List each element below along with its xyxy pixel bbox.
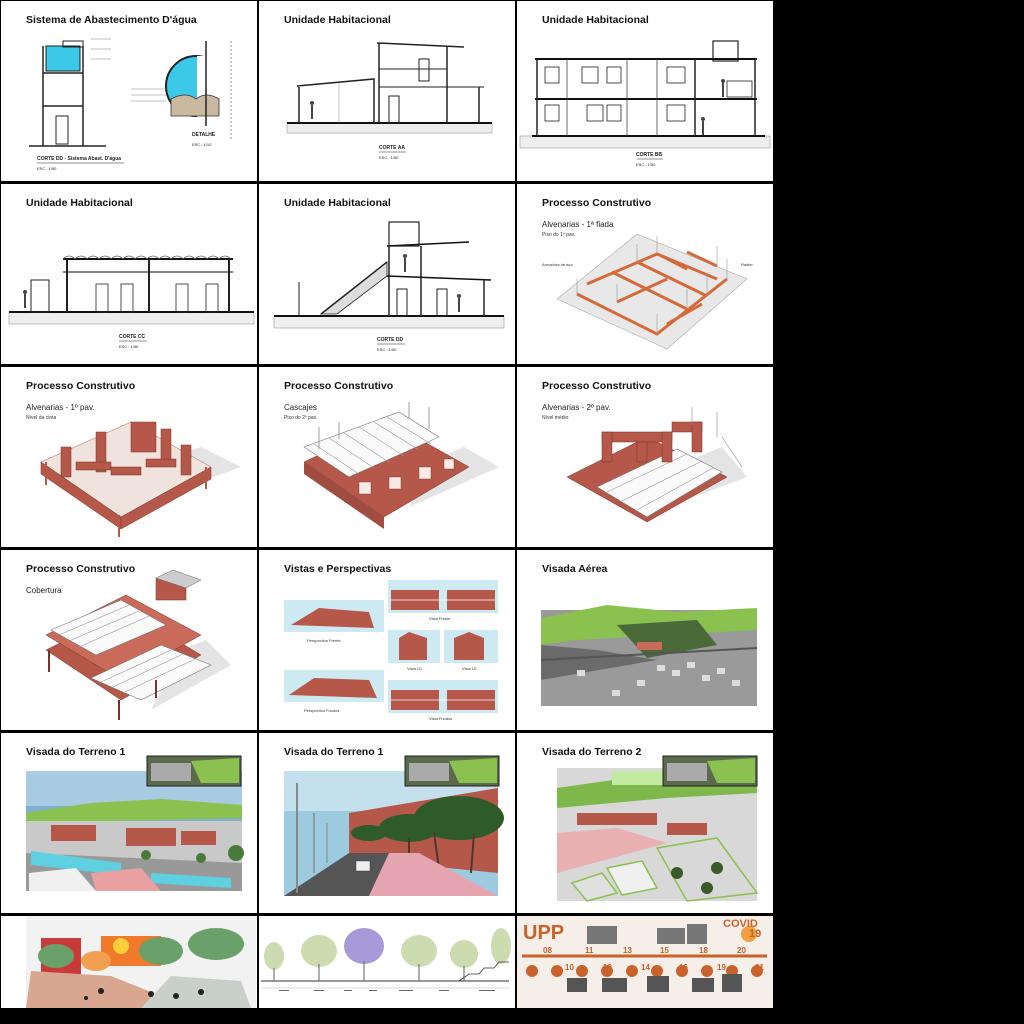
drawing-caption: CORTE CC (119, 334, 146, 340)
drawing-caption: CORTE AA (379, 145, 405, 151)
panel-site-view-1a: Visada do Terreno 1 (1, 733, 257, 913)
timeline-year: 16 (679, 963, 688, 972)
radier-isometric-drawing (556, 233, 748, 350)
rebar-label: Armadura de aço (542, 262, 573, 267)
section-cc-drawing (8, 255, 255, 342)
timeline-year: 18 (699, 946, 708, 955)
timeline-graphic (517, 916, 773, 1008)
panel-note: Nível da cinta (26, 415, 57, 421)
plaza-render (26, 916, 256, 1008)
drawing-caption: CORTE DD - Sistema Abast. D'água (37, 156, 122, 162)
panel-site-view-1b: Visada do Terreno 1 (259, 733, 515, 913)
detail-scale: ESC.: 1/10 (192, 142, 212, 147)
panel-section-bb: Unidade Habitacional CORTE BB ESC.: 1/50 (517, 1, 773, 181)
views-thumbnails (284, 580, 498, 713)
panel-title: Unidade Habitacional (542, 14, 649, 26)
detail-caption: DETALHE (192, 132, 216, 138)
drawing-scale: ESC.: 1/50 (636, 162, 656, 167)
panel-title: Visada do Terreno 1 (284, 746, 384, 758)
panel-plaza-render (1, 916, 257, 1008)
panel-title: Processo Construtivo (542, 197, 652, 209)
panel-title: Processo Construtivo (26, 380, 136, 392)
panel-foundation-first-course: Processo Construtivo Alvenarias - 1ª fia… (517, 184, 773, 364)
view-label: Vista LD (407, 666, 423, 671)
drawing-caption: CORTE DD (377, 337, 404, 343)
panel-timeline-poster: UPP COVID 19 08 10 11 12 13 14 15 16 18 … (517, 916, 773, 1008)
site-render-1b (284, 755, 504, 896)
timeline-year: 08 (543, 946, 552, 955)
radier-label: Radier (741, 262, 753, 267)
view-label: Vista Frente (429, 616, 451, 621)
view-label: Vista LE (462, 666, 477, 671)
timeline-year: 12 (603, 963, 612, 972)
timeline-year: 13 (623, 946, 632, 955)
covid-heading: COVID (723, 918, 758, 930)
panel-section-cc: Unidade Habitacional CORTE CC ESC.: 1/50 (1, 184, 257, 364)
timeline-year: 20 (737, 946, 746, 955)
timeline-year: 15 (660, 946, 669, 955)
panel-title: Unidade Habitacional (284, 14, 391, 26)
drawing-scale: ESC.: 1/50 (379, 155, 399, 160)
panel-title: Visada Aérea (542, 563, 608, 575)
panel-subtitle: Alvenarias - 1º pav. (26, 403, 95, 412)
panel-subtitle: Alvenarias - 2º pav. (542, 403, 611, 412)
masonry-isometric-drawing (40, 421, 241, 537)
panel-note: Piso do 2º pav. (284, 415, 318, 421)
timeline-year: 14 (641, 963, 650, 972)
panel-subtitle: Cascajes (284, 403, 317, 412)
timeline-year: 10 (565, 963, 574, 972)
panel-title: Processo Construtivo (542, 380, 652, 392)
formwork-isometric-drawing (303, 402, 499, 529)
panel-site-view-2: Visada do Terreno 2 (517, 733, 773, 913)
view-label: Perspectiva Frente (307, 638, 341, 643)
panel-title: Visada do Terreno 2 (542, 746, 642, 758)
panel-title: Unidade Habitacional (284, 197, 391, 209)
presentation-board: Sistema de Abastecimento D'água CORTE DD… (1, 1, 773, 1008)
site-render-2 (557, 755, 759, 902)
timeline-year: 21 (755, 963, 764, 972)
panel-subtitle: Alvenarias - 1ª fiada (542, 220, 614, 229)
panel-title: Processo Construtivo (284, 380, 394, 392)
aerial-render (540, 605, 758, 706)
panel-title: Vistas e Perspectivas (284, 563, 392, 575)
drawing-scale: ESC.: 1/50 (377, 347, 397, 352)
panel-title: Sistema de Abastecimento D'água (26, 14, 197, 26)
panel-title: Processo Construtivo (26, 563, 136, 575)
covid-number: 19 (749, 928, 762, 940)
upp-heading: UPP (523, 922, 565, 944)
panel-formwork: Processo Construtivo Cascajes Piso do 2º… (259, 367, 515, 547)
view-label: Vista Fundos (429, 716, 453, 721)
site-render-1a (26, 755, 244, 891)
panel-title: Unidade Habitacional (26, 197, 133, 209)
drawing-scale: ESC.: 1/50 (119, 344, 139, 349)
timeline-year: 11 (585, 946, 594, 955)
panel-elevation-trees (259, 916, 515, 1008)
section-dd-drawing (273, 221, 505, 345)
timeline-year: 19 (717, 963, 726, 972)
panel-views-perspectives: Vistas e Perspectivas Perspectiva Frente… (259, 550, 515, 730)
panel-water-supply: Sistema de Abastecimento D'água CORTE DD… (1, 1, 257, 181)
panel-masonry-first-floor: Processo Construtivo Alvenarias - 1º pav… (1, 367, 257, 547)
view-label: Perspectiva Fundos (304, 708, 340, 713)
drawing-caption: CORTE BB (636, 152, 663, 158)
panel-section-aa: Unidade Habitacional CORTE AA ESC.: 1/50 (259, 1, 515, 181)
section-bb-drawing (519, 40, 771, 160)
second-floor-isometric-drawing (566, 407, 747, 523)
water-supply-section-drawing (29, 38, 237, 164)
drawing-scale: ESC.: 1/50 (37, 166, 57, 171)
panel-roofing: Processo Construtivo Cobertura (1, 550, 257, 730)
panel-aerial-view: Visada Aérea (517, 550, 773, 730)
panel-note: Piso do 1º pav. (542, 232, 576, 238)
panel-note: Nível médio (542, 415, 569, 421)
street-elevation-drawing (261, 928, 511, 991)
panel-section-dd: Unidade Habitacional CORTE DD ESC.: 1/50 (259, 184, 515, 364)
roofing-isometric-drawing (45, 569, 231, 720)
section-aa-drawing (286, 42, 493, 153)
panel-subtitle: Cobertura (26, 586, 62, 595)
panel-masonry-second-floor: Processo Construtivo Alvenarias - 2º pav… (517, 367, 773, 547)
panel-title: Visada do Terreno 1 (26, 746, 126, 758)
